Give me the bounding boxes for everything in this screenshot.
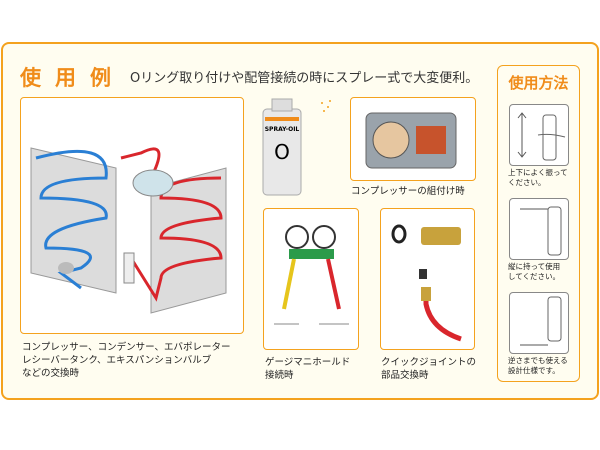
step-1-text: 上下によく振って ください。 (508, 168, 568, 187)
compressor-illustration (350, 97, 476, 181)
can-mark: O (274, 140, 290, 164)
spray-can-image: SPRAY-OIL O (260, 97, 340, 197)
example-caption-system: コンプレッサー、コンデンサー、エバポレーター レシーバータンク、エキスパンション… (22, 342, 231, 379)
ac-system-diagram (30, 147, 227, 314)
step-shake-illustration (509, 104, 569, 166)
howto-panel: 使用方法 上下によく振って ください。 縦に持って使用 してください。 逆さまで… (497, 65, 580, 382)
step-inverted-illustration (509, 292, 569, 354)
step-upright-illustration (509, 198, 569, 260)
example-caption-quickjoint: クイックジョイントの 部品交換時 (381, 357, 477, 381)
howto-title: 使用方法 (508, 74, 569, 92)
gauge-manifold-illustration (263, 208, 359, 350)
can-label: SPRAY-OIL (265, 126, 300, 133)
example-caption-compressor: コンプレッサーの組付け時 (351, 186, 465, 197)
section-title: 使用例 (20, 66, 125, 90)
example-caption-gauge: ゲージマニホールド 接続時 (265, 357, 351, 381)
ac-system-illustration (20, 97, 244, 334)
quick-joint-illustration (380, 208, 475, 350)
step-3-text: 逆さまでも使える 設計仕様です。 (508, 356, 568, 375)
lead-text: Oリング取り付けや配管接続の時にスプレー式で大変便利。 (130, 71, 479, 86)
step-2-text: 縦に持って使用 してください。 (508, 262, 561, 281)
